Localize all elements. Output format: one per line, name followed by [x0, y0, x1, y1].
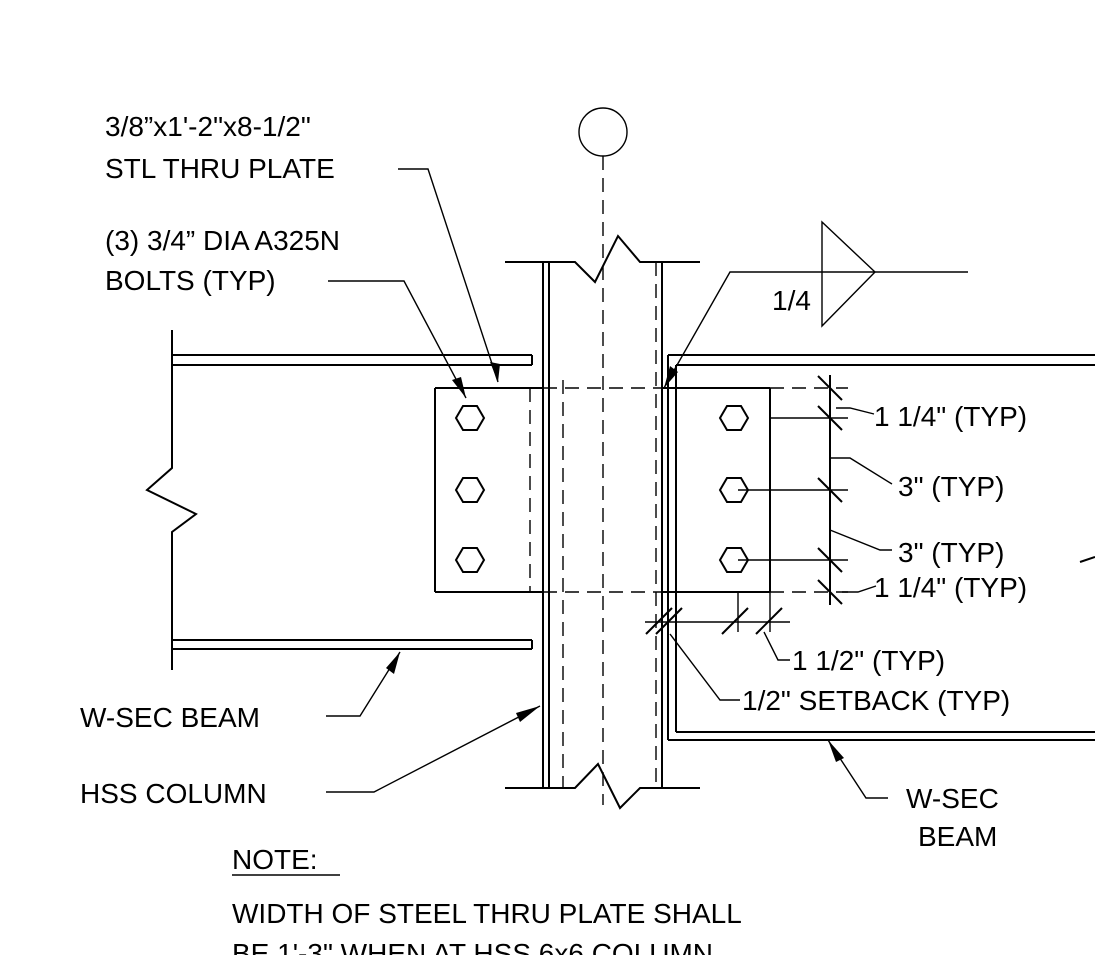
- weld-symbol: [663, 220, 968, 389]
- dim-edge-bottom-label: 1 1/4" (TYP): [874, 572, 1027, 603]
- grid-bubble: [578, 107, 628, 157]
- right-beam-label-line2: BEAM: [918, 821, 997, 852]
- note-line2: BE 1'-3" WHEN AT HSS 6x6 COLUMN: [232, 938, 713, 955]
- dim-spacing-2-label: 3" (TYP): [898, 537, 1004, 568]
- bolt-group-right: [718, 405, 750, 573]
- hss-column: [505, 234, 700, 810]
- setback-label: 1/2" SETBACK (TYP): [742, 685, 1010, 716]
- leader-lines: [326, 168, 893, 799]
- left-beam-label: W-SEC BEAM: [80, 702, 260, 733]
- right-w-beam: [667, 354, 1095, 741]
- bolt: [454, 477, 486, 503]
- note-heading: NOTE:: [232, 844, 318, 875]
- dim-edge-top-label: 1 1/4" (TYP): [874, 401, 1027, 432]
- right-beam-label-line1: W-SEC: [906, 783, 999, 814]
- vertical-dimension: [738, 375, 848, 605]
- bolt: [454, 547, 486, 573]
- weld-size-label: 1/4: [772, 285, 811, 316]
- bolts-callout-line2: BOLTS (TYP): [105, 265, 276, 296]
- bolt: [718, 405, 750, 431]
- left-w-beam: [145, 330, 533, 670]
- dim-horizontal-label: 1 1/2" (TYP): [792, 645, 945, 676]
- dim-spacing-1-label: 3" (TYP): [898, 471, 1004, 502]
- column-label: HSS COLUMN: [80, 778, 267, 809]
- bolt: [454, 405, 486, 431]
- bolts-callout-line1: (3) 3/4” DIA A325N: [105, 225, 340, 256]
- horizontal-dimension: [645, 592, 790, 635]
- plate-callout-line2: STL THRU PLATE: [105, 153, 335, 184]
- plate-callout-line1: 3/8”x1'-2"x8-1/2": [105, 111, 311, 142]
- column-break-bottom: [505, 762, 700, 810]
- bolt-group-left: [454, 405, 486, 573]
- column-break-top: [505, 234, 700, 284]
- beam-break-line: [145, 330, 198, 670]
- note-line1: WIDTH OF STEEL THRU PLATE SHALL: [232, 898, 742, 929]
